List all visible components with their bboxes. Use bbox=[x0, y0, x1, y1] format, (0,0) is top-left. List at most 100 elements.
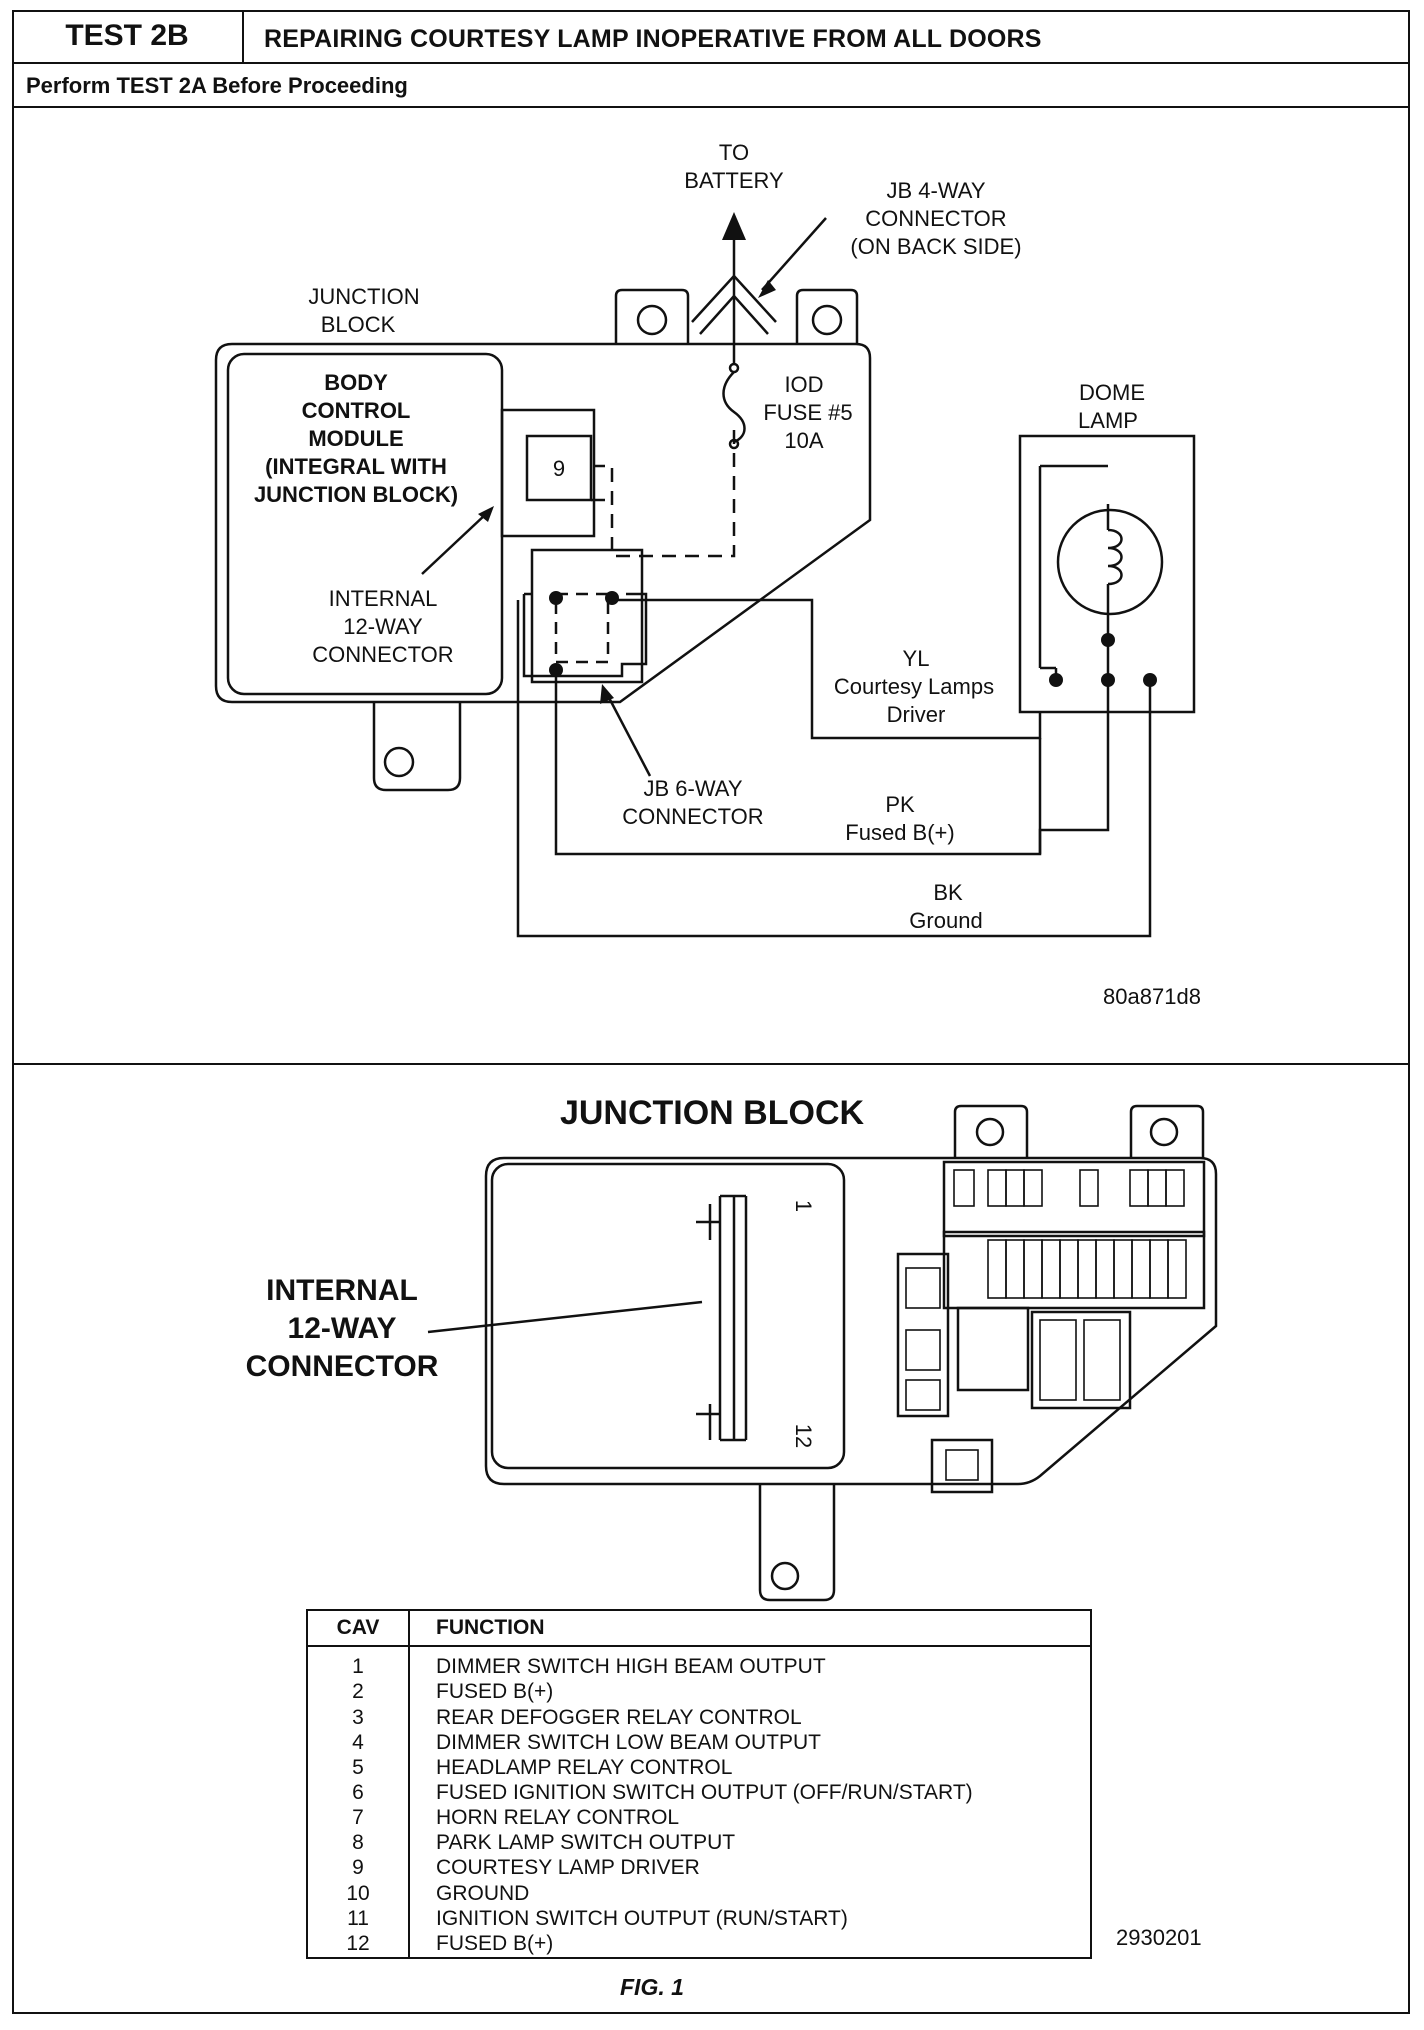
label-bcm-1: BODY bbox=[324, 370, 388, 395]
label-jb4way-3: (ON BACK SIDE) bbox=[850, 234, 1021, 259]
dome-bulb bbox=[1056, 508, 1164, 616]
label-jb6way-1: JB 6-WAY bbox=[643, 776, 742, 801]
cavity-9-box bbox=[525, 434, 593, 502]
cav-number: 3 bbox=[307, 1705, 410, 1731]
jb-view-callout-1: INTERNAL bbox=[266, 1274, 418, 1307]
label-junction-block-2: BLOCK bbox=[321, 312, 396, 337]
cav-number: 10 bbox=[307, 1881, 410, 1907]
label-bcm-2: CONTROL bbox=[302, 398, 411, 423]
cav-table-row: 6 FUSED IGNITION SWITCH OUTPUT (OFF/RUN/S… bbox=[307, 1780, 1091, 1807]
cav-table-row: 10 GROUND bbox=[307, 1881, 1091, 1907]
label-iod-3: 10A bbox=[784, 428, 823, 453]
cav-table-row: 3 REAR DEFOGGER RELAY CONTROL bbox=[307, 1705, 1091, 1731]
battery-arrow-head bbox=[722, 212, 746, 240]
label-cavity-9: 9 bbox=[553, 456, 565, 481]
label-pk-2: Fused B(+) bbox=[845, 820, 954, 845]
cav-function: DIMMER SWITCH HIGH BEAM OUTPUT bbox=[436, 1655, 826, 1678]
jb-view-callout-3: CONNECTOR bbox=[246, 1350, 439, 1383]
cav-table-row: 5 HEADLAMP RELAY CONTROL bbox=[307, 1755, 1091, 1781]
label-to-battery-2: BATTERY bbox=[684, 168, 784, 193]
label-jb6way-2: CONNECTOR bbox=[622, 804, 763, 829]
test-title: REPAIRING COURTESY LAMP INOPERATIVE FROM… bbox=[264, 25, 1042, 53]
cav-function: FUSED B(+) bbox=[436, 1931, 554, 1955]
jb-view-pin-1: 1 bbox=[791, 1200, 816, 1212]
label-bcm-5: JUNCTION BLOCK) bbox=[254, 482, 458, 507]
test-id: TEST 2B bbox=[12, 10, 244, 62]
cav-function: IGNITION SWITCH OUTPUT (RUN/START) bbox=[436, 1906, 848, 1930]
label-bk-1: BK bbox=[933, 880, 963, 905]
cav-function: REAR DEFOGGER RELAY CONTROL bbox=[436, 1705, 802, 1729]
cav-number: 6 bbox=[307, 1780, 410, 1807]
cav-table-row: 8 PARK LAMP SWITCH OUTPUT bbox=[307, 1831, 1091, 1857]
label-yl-1: YL bbox=[903, 646, 930, 671]
cav-table-row: 12 FUSED B(+) bbox=[307, 1931, 1091, 1958]
dashed-fuse-circuit bbox=[594, 430, 736, 558]
junction-block-outline bbox=[214, 342, 872, 704]
cav-table-row: 4 DIMMER SWITCH LOW BEAM OUTPUT bbox=[307, 1730, 1091, 1756]
bcm-pointer bbox=[421, 513, 487, 575]
section-divider bbox=[12, 1063, 1410, 1065]
label-bcm-3: MODULE bbox=[308, 426, 403, 451]
dome-filament bbox=[1106, 504, 1123, 680]
prerequisite-note: Perform TEST 2A Before Proceeding bbox=[26, 73, 408, 98]
cav-table-row: 1 DIMMER SWITCH HIGH BEAM OUTPUT bbox=[307, 1646, 1091, 1681]
cav-function: HEADLAMP RELAY CONTROL bbox=[436, 1755, 733, 1779]
internal-connector-box bbox=[500, 408, 596, 538]
cav-number: 1 bbox=[307, 1646, 410, 1681]
mounting-tab-bottom bbox=[372, 702, 462, 792]
figure-label: FIG. 1 bbox=[620, 1974, 684, 2000]
test-header: TEST 2B REPAIRING COURTESY LAMP INOPERAT… bbox=[12, 10, 1410, 64]
wire-yl bbox=[612, 598, 1042, 740]
dome-lamp-inner bbox=[1038, 464, 1108, 670]
label-dome-2: LAMP bbox=[1078, 408, 1138, 433]
prerequisite-row: Perform TEST 2A Before Proceeding bbox=[12, 64, 1410, 108]
cav-number: 4 bbox=[307, 1730, 410, 1756]
label-junction-block-1: JUNCTION bbox=[308, 284, 419, 309]
label-yl-2: Courtesy Lamps bbox=[834, 674, 994, 699]
cav-function: GROUND bbox=[436, 1881, 530, 1905]
function-header: FUNCTION bbox=[409, 1610, 1091, 1647]
label-image-code-1: 80a871d8 bbox=[1103, 984, 1201, 1009]
cav-function: PARK LAMP SWITCH OUTPUT bbox=[436, 1831, 736, 1855]
table-image-code: 2930201 bbox=[1116, 1925, 1202, 1950]
iod-fuse-symbol bbox=[722, 371, 746, 444]
cav-number: 8 bbox=[307, 1831, 410, 1857]
cav-number: 11 bbox=[307, 1906, 410, 1932]
wire-bk bbox=[516, 600, 1152, 938]
label-jb4way-2: CONNECTOR bbox=[865, 206, 1006, 231]
label-iod-2: FUSE #5 bbox=[763, 400, 852, 425]
cav-table-row: 11 IGNITION SWITCH OUTPUT (RUN/START) bbox=[307, 1906, 1091, 1932]
label-internal-12way-2: 12-WAY bbox=[343, 614, 423, 639]
jb-view-outline bbox=[484, 1156, 1218, 1486]
label-internal-12way-3: CONNECTOR bbox=[312, 642, 453, 667]
label-pk-1: PK bbox=[885, 792, 915, 817]
jb-6way-connector-box bbox=[530, 548, 644, 684]
cav-function: FUSED IGNITION SWITCH OUTPUT (OFF/RUN/ST… bbox=[436, 1780, 973, 1804]
jb-view-title: JUNCTION BLOCK bbox=[560, 1094, 865, 1132]
cav-function: FUSED B(+) bbox=[436, 1680, 554, 1704]
cav-number: 12 bbox=[307, 1931, 410, 1958]
jb-view-callout-2: 12-WAY bbox=[288, 1312, 397, 1345]
cav-function: DIMMER SWITCH LOW BEAM OUTPUT bbox=[436, 1730, 821, 1754]
cav-function: HORN RELAY CONTROL bbox=[436, 1806, 680, 1830]
mounting-tab-right bbox=[795, 288, 859, 344]
bcm-pointer-head bbox=[478, 506, 494, 522]
jb-4way-pointer-head bbox=[758, 280, 776, 298]
cav-number: 5 bbox=[307, 1755, 410, 1781]
cav-number: 9 bbox=[307, 1856, 410, 1882]
label-bk-2: Ground bbox=[909, 908, 982, 933]
label-to-battery-1: TO bbox=[719, 140, 749, 165]
jb-6way-pointer-head bbox=[600, 684, 614, 704]
page-frame bbox=[12, 10, 1410, 2014]
jb-view-tab-bottom bbox=[758, 1484, 836, 1602]
label-yl-3: Driver bbox=[887, 702, 946, 727]
jb-view-tab-left bbox=[953, 1104, 1029, 1158]
cav-function-table: CAV FUNCTION 1 DIMMER SWITCH HIGH BEAM OU… bbox=[306, 1609, 1092, 1959]
jb-view-tab-right bbox=[1129, 1104, 1205, 1158]
jb-4way-pointer bbox=[761, 217, 827, 291]
cav-header: CAV bbox=[307, 1610, 410, 1647]
cav-number: 7 bbox=[307, 1806, 410, 1832]
